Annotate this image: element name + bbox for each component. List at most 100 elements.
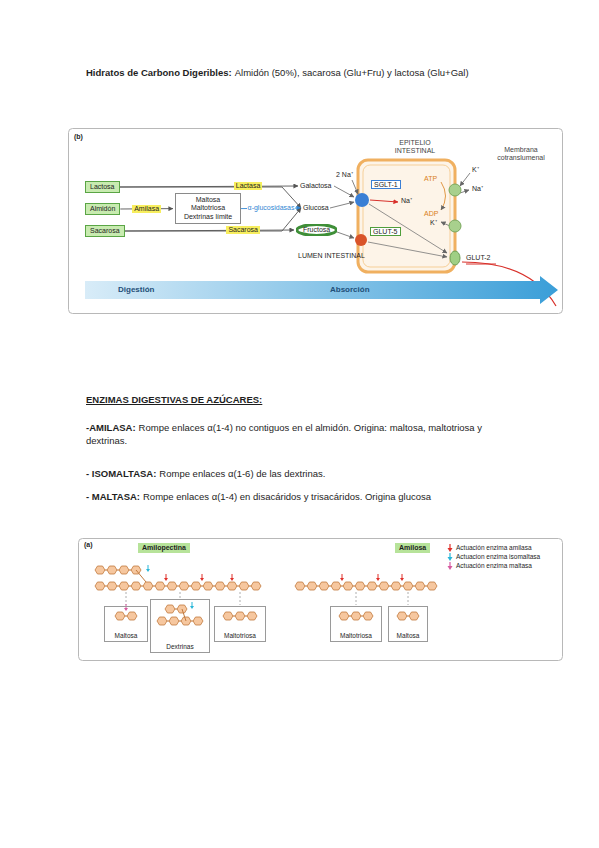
sodium-line xyxy=(352,180,358,194)
enzyme-arrow xyxy=(164,578,168,581)
legend-row: Actuación enzima amilasa xyxy=(446,544,532,552)
monosaccharide-ellipse: Fructosa xyxy=(296,224,337,236)
glucose-hex xyxy=(351,612,361,620)
node-text: Almidón xyxy=(90,205,115,212)
enzyme-arrow xyxy=(148,565,149,569)
enzyme-label: Sacarosa xyxy=(226,226,260,234)
glucose-hex xyxy=(391,582,401,590)
glucose-hex xyxy=(403,582,413,590)
enzyme-arrow xyxy=(202,574,203,578)
legend-swatch xyxy=(446,544,454,552)
atp-arrow xyxy=(441,182,446,210)
region-label: LUMEN INTESTINAL xyxy=(298,252,365,260)
transporter-label: GLUT-2 xyxy=(466,254,491,262)
enzyme-arrow xyxy=(376,578,380,581)
section-heading: ENZIMAS DIGESTIVAS DE AZÚCARES: xyxy=(86,394,262,405)
glucose-hex xyxy=(179,582,189,590)
product-box: Maltosa Maltotriosa Dextrinas límite xyxy=(175,193,241,224)
enzyme-arrow xyxy=(192,602,193,606)
glucose-hex xyxy=(239,582,249,590)
enzyme-arrow xyxy=(342,574,343,578)
enzyme-arrow xyxy=(190,606,194,609)
legend-swatch xyxy=(449,544,450,548)
node-text: Maltotriosa xyxy=(224,632,256,639)
glut2-transporter xyxy=(450,251,460,265)
product-box: Maltotriosa xyxy=(214,606,266,642)
leader-line xyxy=(240,592,241,605)
term: - MALTASA: xyxy=(86,491,140,502)
node-text: Maltotriosa xyxy=(340,632,372,639)
label-text: Membrana cotranslumenal xyxy=(497,146,544,161)
node-text: Lactosa xyxy=(90,183,115,190)
sglt1-transporter xyxy=(355,193,369,207)
figure-frame xyxy=(79,539,563,661)
atp-label: ATP xyxy=(424,175,437,183)
glucose-hex xyxy=(227,582,237,590)
label-text: Absorción xyxy=(330,285,370,294)
enzyme-label: Amilasa xyxy=(132,205,161,213)
transport-line xyxy=(368,242,447,257)
label-text: ADP xyxy=(424,210,438,217)
glucose-hex xyxy=(409,612,419,620)
glucose-hex xyxy=(191,582,201,590)
figure-frame xyxy=(69,129,563,314)
legend-row: Actuación enzima maltasa xyxy=(446,562,532,570)
glucose-hex xyxy=(107,582,117,590)
figure-letter: (b) xyxy=(74,133,83,140)
ion-label: K⁺ xyxy=(472,166,479,174)
glucose-hex xyxy=(115,612,125,620)
heading: Hidratos de Carbono Digeribles: xyxy=(86,67,232,78)
legend-text: Actuación enzima maltasa xyxy=(456,562,532,570)
glucose-hex xyxy=(169,617,179,625)
glucose-hex xyxy=(167,582,177,590)
label-text: K⁺ xyxy=(430,219,437,226)
label-text: (a) xyxy=(84,541,93,548)
transporter-label: GLUT-5 xyxy=(370,227,401,236)
leader-line xyxy=(180,592,181,598)
heading-line: Hidratos de Carbono Digeribles:Almidón (… xyxy=(86,66,591,79)
label-text: GLUT-5 xyxy=(373,228,398,235)
node-text: Maltosa Maltotriosa Dextrinas límite xyxy=(178,196,238,221)
region-label: EPITELIO INTESTINAL xyxy=(380,139,450,155)
glucose-hex xyxy=(307,582,317,590)
glucose-hex xyxy=(343,582,353,590)
glucose-hex xyxy=(131,582,141,590)
legend-swatch xyxy=(446,562,454,570)
transporter-label: SGLT-1 xyxy=(371,180,401,189)
label-text: K⁺ xyxy=(472,166,479,173)
enzyme-arrow xyxy=(166,574,167,578)
label-text: GLUT-2 xyxy=(466,254,491,261)
glucose-hex xyxy=(363,612,373,620)
subtitle-text: Almidón (50%), sacarosa (Glu+Fru) y lact… xyxy=(235,67,469,78)
enzyme-arrow xyxy=(230,578,234,581)
enzyme-arrow xyxy=(146,569,150,572)
label-text: (b) xyxy=(74,133,83,140)
bond xyxy=(182,609,186,621)
legend-swatch xyxy=(448,566,453,570)
node-text: Sacarosa xyxy=(90,227,120,234)
pump xyxy=(449,220,461,232)
term: -AMILASA: xyxy=(86,422,136,433)
transport-line xyxy=(334,186,354,197)
glucose-hex xyxy=(295,582,305,590)
glucose-hex xyxy=(95,566,105,574)
label-text: 2 Na⁺ xyxy=(336,171,353,178)
glucose-hex xyxy=(247,612,257,620)
label-text: SGLT-1 xyxy=(374,181,398,188)
leader-line xyxy=(126,592,127,605)
glucose-hex xyxy=(107,566,117,574)
glucose-hex xyxy=(127,612,137,620)
leader-line xyxy=(356,592,357,605)
glucose-hex xyxy=(155,582,165,590)
label-text: EPITELIO INTESTINAL xyxy=(395,139,435,154)
glucose-hex xyxy=(379,582,389,590)
region-label: Membrana cotranslumenal xyxy=(488,146,554,162)
legend-swatch xyxy=(448,557,453,561)
ion-label: 2 Na⁺ xyxy=(336,171,353,179)
polymer-label: Amilosa xyxy=(395,543,430,553)
enzyme-arrow xyxy=(340,578,344,581)
product-box: Maltotriosa xyxy=(330,606,382,642)
glucose-hex xyxy=(427,582,437,590)
substrate-box: Almidón xyxy=(85,203,120,215)
node-text: Glucosa xyxy=(303,204,329,211)
